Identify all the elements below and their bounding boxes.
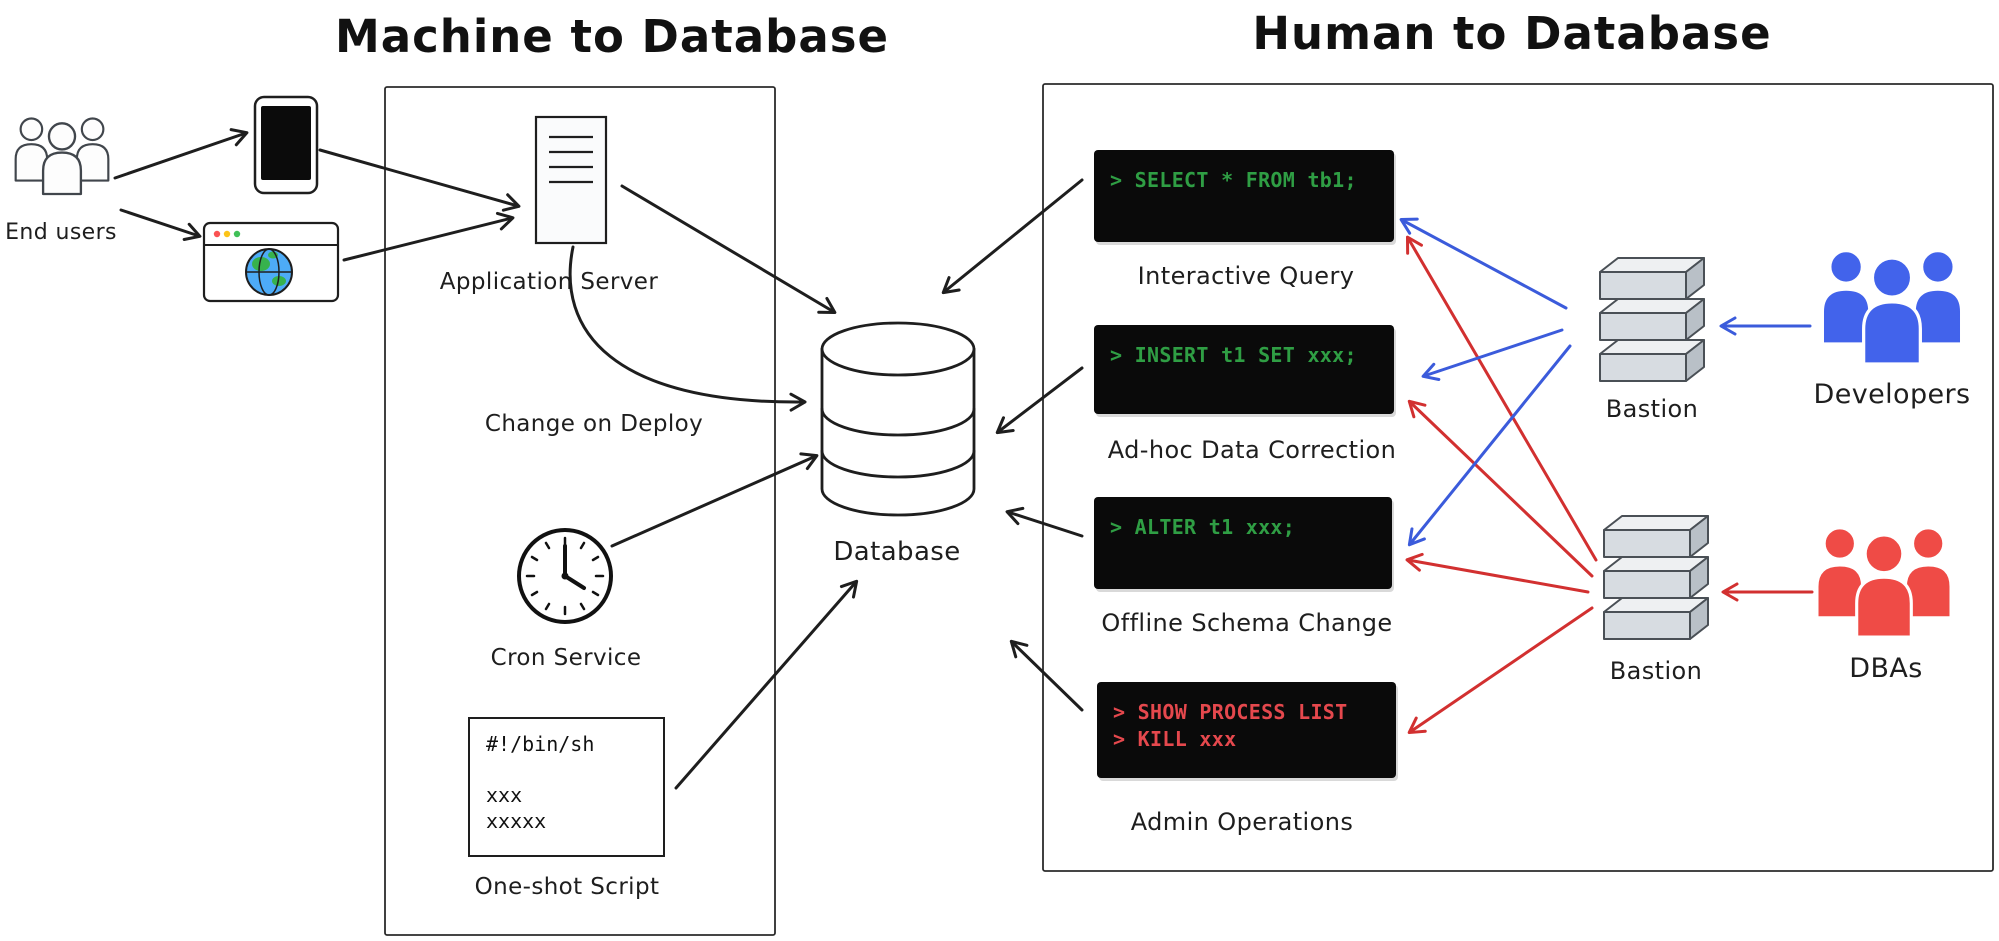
arrow-change-on-deploy xyxy=(568,245,807,412)
database-icon xyxy=(820,321,976,517)
change-on-deploy-label: Change on Deploy xyxy=(484,411,704,437)
terminal-offline-schema-change: > ALTER t1 xxx; xyxy=(1094,497,1392,589)
application-server-icon xyxy=(534,115,608,245)
terminal-interactive-query: > SELECT * FROM tb1; xyxy=(1094,150,1394,242)
terminal-line: > SELECT * FROM tb1; xyxy=(1110,168,1357,192)
arrow-bastion-dba-to-terminal-3 xyxy=(1405,552,1590,594)
arrow-admin-ops-to-database xyxy=(1009,639,1084,712)
terminal-line: > KILL xxx xyxy=(1113,727,1237,751)
arrow-bastion-dev-to-terminal-3 xyxy=(1407,344,1572,547)
arrow-bastion-dev-to-terminal-2 xyxy=(1421,328,1564,381)
interactive-query-label: Interactive Query xyxy=(1137,262,1355,290)
end-users-icon xyxy=(14,117,110,196)
arrow-endusers-to-browser xyxy=(119,208,202,241)
script-line: xxxxx xyxy=(486,809,547,833)
browser-dot-red xyxy=(213,230,221,238)
one-shot-script-label: One-shot Script xyxy=(474,874,660,900)
terminal-line: > ALTER t1 xxx; xyxy=(1110,515,1296,539)
globe-icon xyxy=(245,248,293,296)
arrow-phone-to-appserver xyxy=(318,148,521,212)
script-line: #!/bin/sh xyxy=(486,732,595,756)
dbas-icon xyxy=(1815,526,1953,639)
human-section-box xyxy=(1042,83,1994,872)
terminal-adhoc-data-correction: > INSERT t1 SET xxx; xyxy=(1094,325,1394,414)
arrow-adhoc-to-database xyxy=(995,366,1084,435)
phone-icon xyxy=(253,95,319,195)
bastion-dba-label: Bastion xyxy=(1609,657,1703,685)
arrow-bastion-dba-to-terminal-4 xyxy=(1407,606,1594,735)
developers-label: Developers xyxy=(1813,379,1971,410)
arrow-bastion-dba-to-terminal-2 xyxy=(1407,399,1594,578)
terminal-admin-operations: > SHOW PROCESS LIST > KILL xxx xyxy=(1097,682,1396,778)
section-title-human: Human to Database xyxy=(1252,7,1772,60)
script-blank-line xyxy=(486,757,647,782)
bastion-dba-icon xyxy=(1603,515,1709,640)
arrow-schema-change-to-database xyxy=(1005,506,1084,538)
browser-icon xyxy=(202,221,340,303)
browser-dot-yellow xyxy=(223,230,231,238)
arrow-bastion-dba-to-terminal-1 xyxy=(1405,235,1598,562)
bastion-dev-icon xyxy=(1599,257,1705,382)
bastion-dev-label: Bastion xyxy=(1605,395,1699,423)
cron-service-label: Cron Service xyxy=(490,645,642,671)
arrow-appserver-to-database xyxy=(620,184,837,315)
application-server-label: Application Server xyxy=(439,269,659,295)
dbas-label: DBAs xyxy=(1849,653,1923,684)
offline-schema-change-label: Offline Schema Change xyxy=(1101,609,1393,637)
end-users-label: End users xyxy=(5,220,117,245)
machine-section-box xyxy=(384,86,776,936)
adhoc-data-correction-label: Ad-hoc Data Correction xyxy=(1107,436,1397,464)
arrow-cron-to-database xyxy=(610,452,819,548)
database-label: Database xyxy=(833,537,961,567)
arrow-oneshot-to-database xyxy=(674,579,859,790)
section-title-machine: Machine to Database xyxy=(334,10,890,63)
clock-icon xyxy=(517,528,613,624)
terminal-line: > SHOW PROCESS LIST xyxy=(1113,700,1348,724)
arrow-interactive-query-to-database xyxy=(941,178,1084,295)
one-shot-script-box: #!/bin/sh xxx xxxxx xyxy=(468,717,665,857)
arrow-endusers-to-phone xyxy=(113,128,249,180)
arrow-browser-to-appserver xyxy=(342,211,515,262)
browser-dot-green xyxy=(233,230,241,238)
developers-icon xyxy=(1820,249,1964,366)
arrow-bastion-dev-to-terminal-1 xyxy=(1399,217,1568,310)
admin-operations-label: Admin Operations xyxy=(1130,808,1354,836)
script-line: xxx xyxy=(486,783,523,807)
terminal-line: > INSERT t1 SET xxx; xyxy=(1110,343,1357,367)
